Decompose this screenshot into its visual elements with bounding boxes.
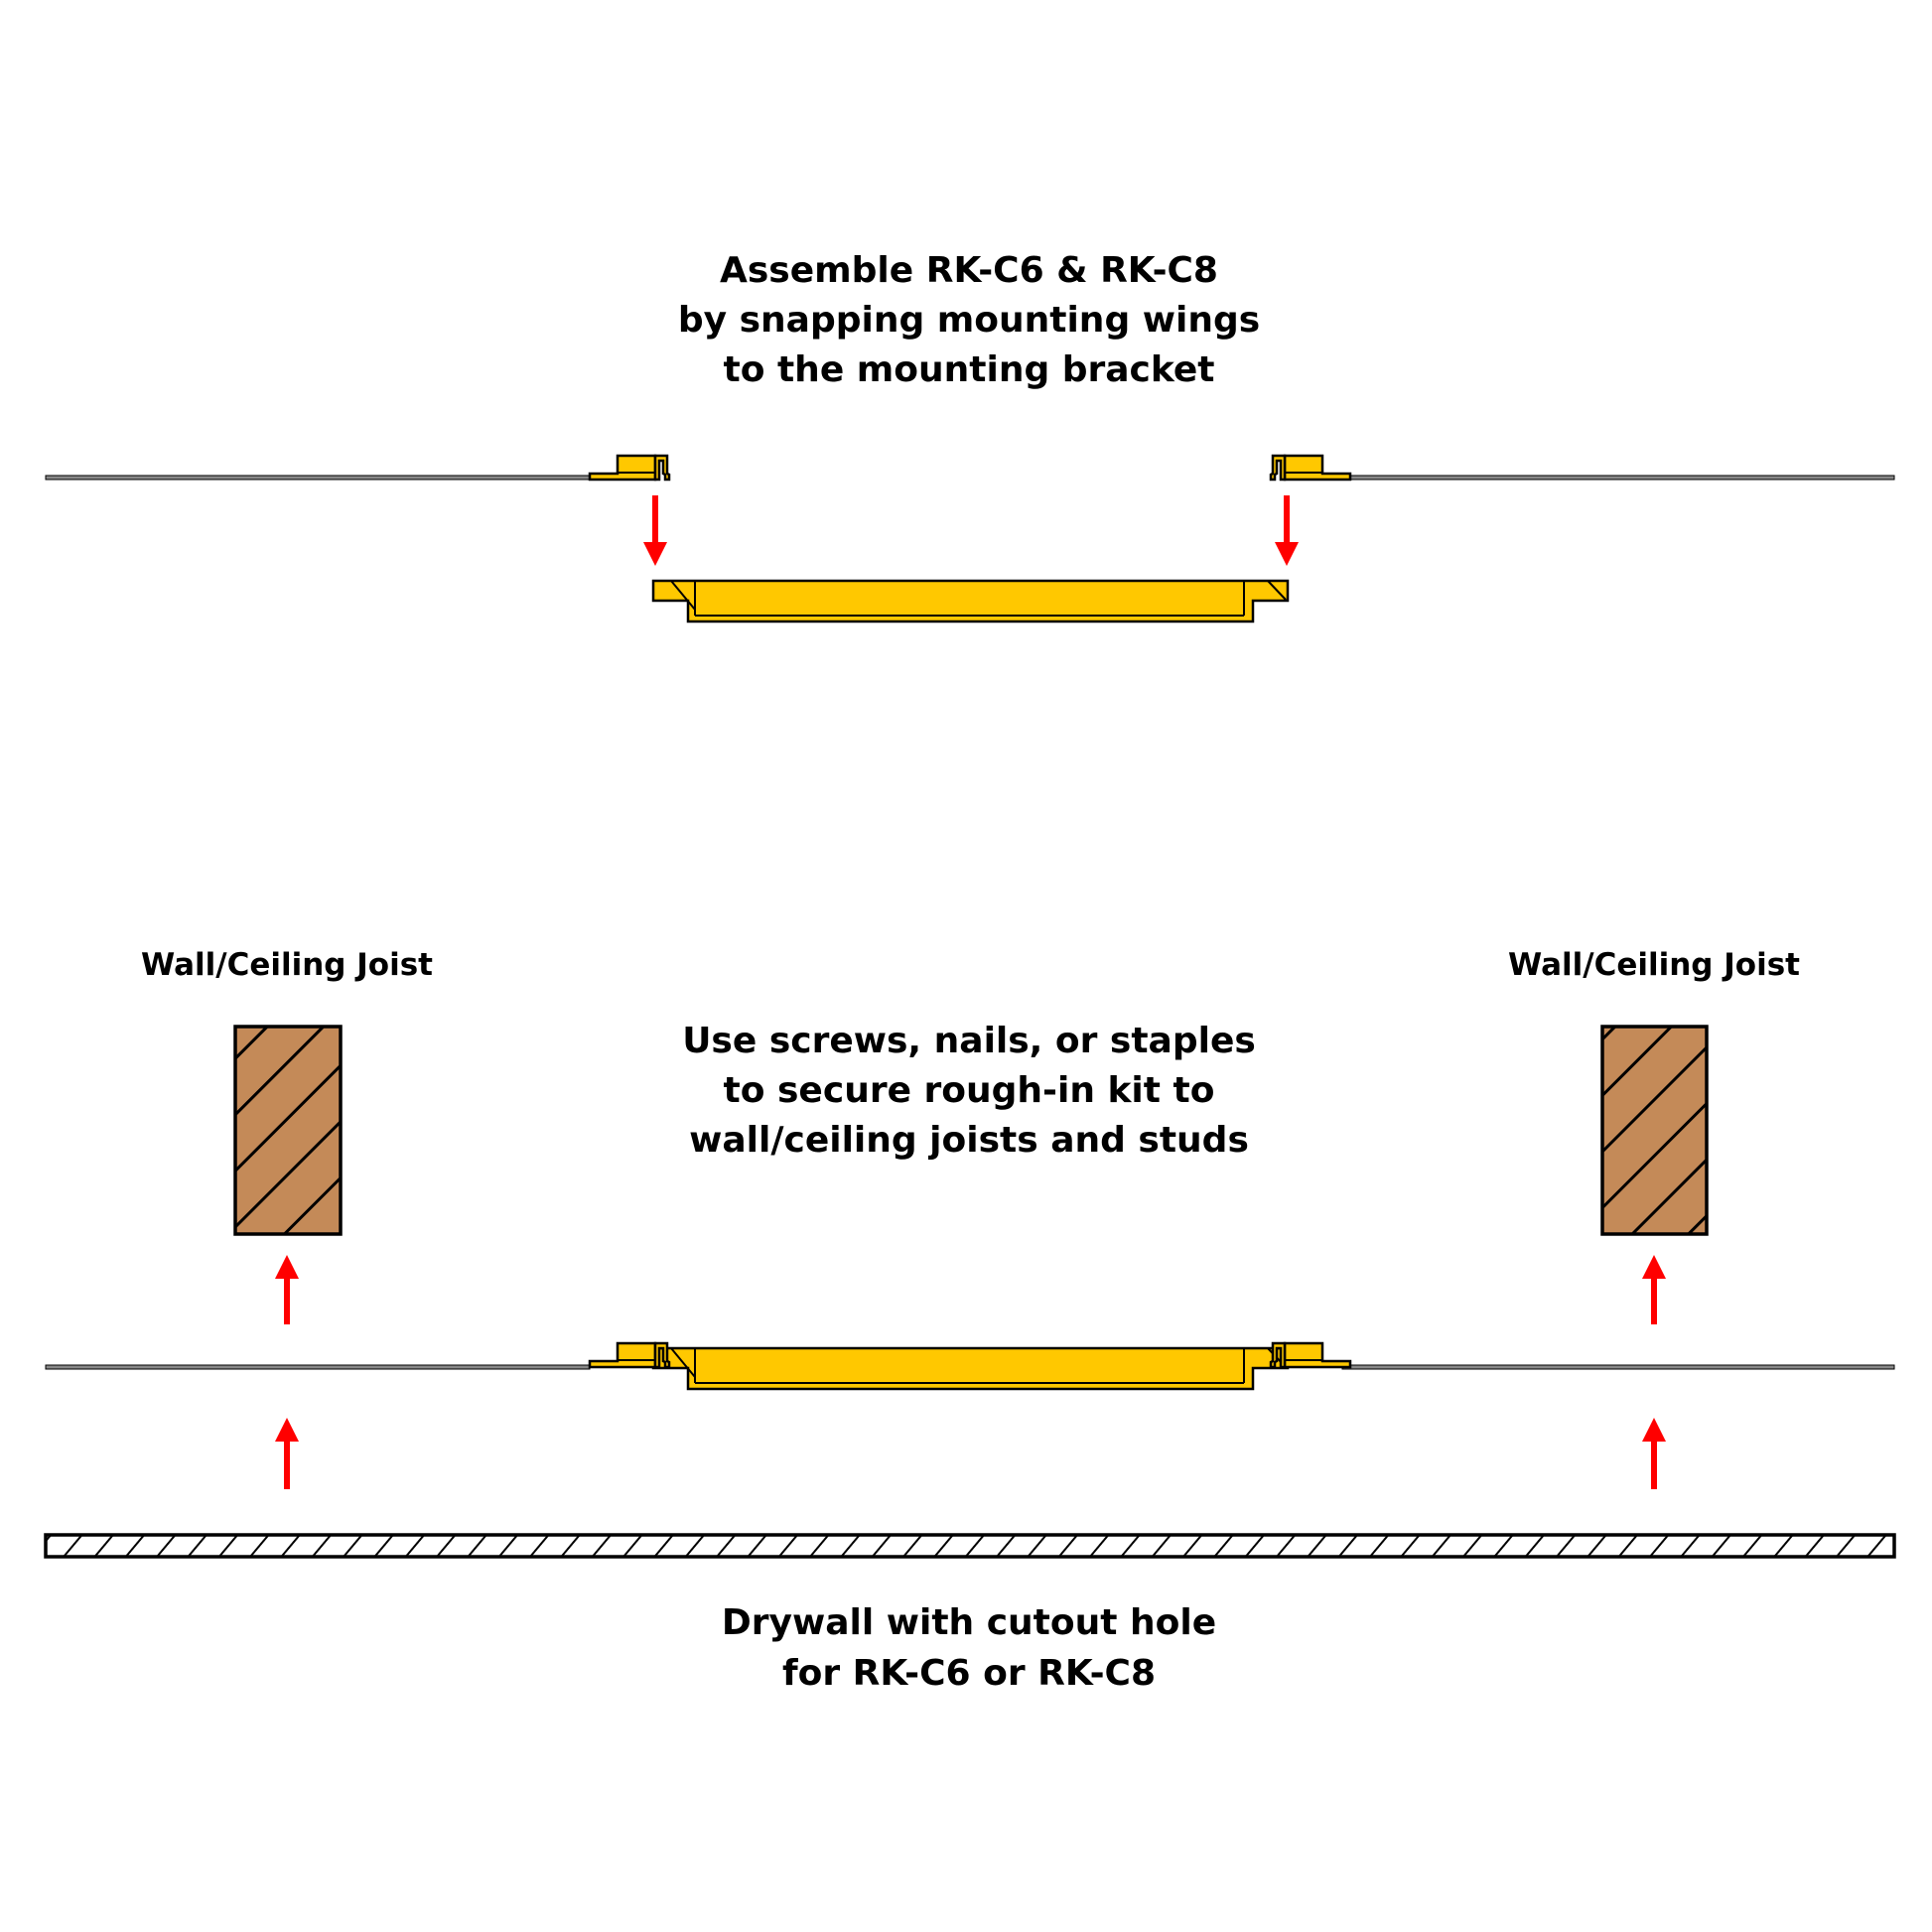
step3-line-1: Drywall with cutout hole [722,1602,1216,1643]
joist-right [1600,1025,1709,1236]
step2-line-2: to secure rough-in kit to [724,1070,1215,1111]
joist-label-left: Wall/Ceiling Joist [141,947,433,983]
assembled-rough-in-kit [588,1341,1352,1391]
joist-left [233,1025,343,1236]
step1-line-3: to the mounting bracket [724,349,1215,390]
ceiling-line-top [45,475,1895,481]
step3-line-2: for RK-C6 or RK-C8 [782,1653,1156,1694]
mounting-wing-left [588,454,671,482]
step1-line-1: Assemble RK-C6 & RK-C8 [720,250,1218,291]
mounting-bracket [651,579,1290,623]
joist-label-right: Wall/Ceiling Joist [1508,947,1800,983]
step2-line-3: wall/ceiling joists and studs [689,1120,1249,1161]
step2-line-1: Use screws, nails, or staples [682,1021,1256,1061]
drywall [44,1533,1896,1559]
mounting-wing-right [1269,454,1352,482]
step1-line-2: by snapping mounting wings [678,300,1260,341]
